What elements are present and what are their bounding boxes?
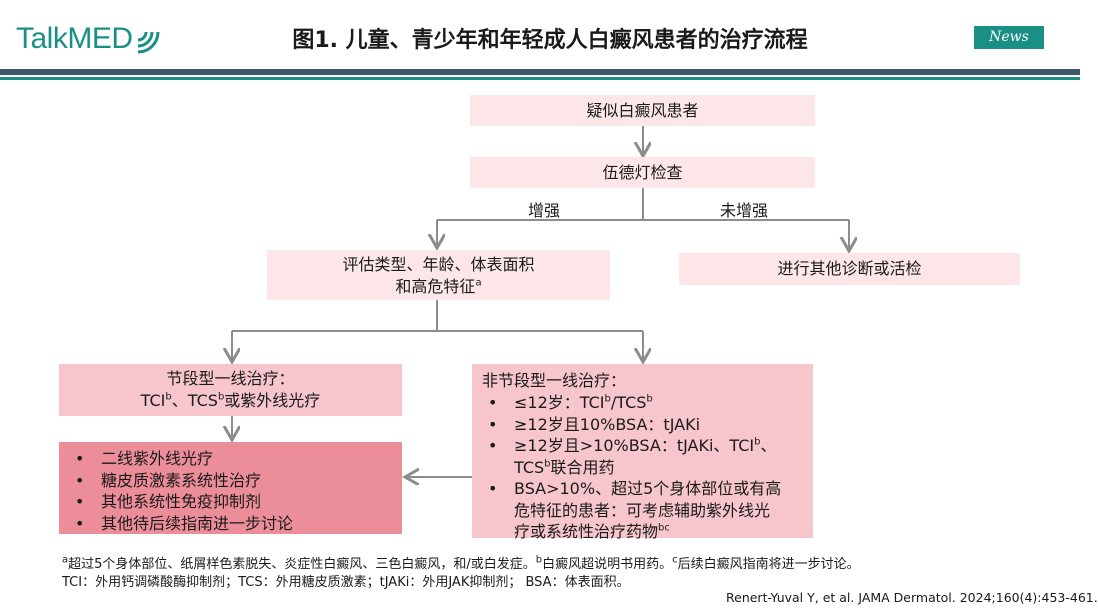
assessment-box: 评估类型、年龄、体表面积 和高危特征a <box>267 250 610 300</box>
list-item: ≥12岁且10%BSA：tJAKi <box>482 414 803 436</box>
reference-citation: Renert-Yuval Y, et al. JAMA Dermatol. 20… <box>726 590 1098 605</box>
other-diagnosis-box: 进行其他诊断或活检 <box>679 253 1020 285</box>
signal-waves-icon <box>137 31 160 54</box>
nonsegmental-title: 非节段型一线治疗： <box>482 371 627 390</box>
header-rule-teal <box>0 77 1080 80</box>
wood-lamp-label: 伍德灯检查 <box>602 163 683 182</box>
assessment-line2: 和高危特征a <box>395 277 482 296</box>
list-item: 其他待后续指南进一步讨论 <box>69 513 392 535</box>
list-item: 糖皮质激素系统性治疗 <box>69 470 392 492</box>
figure-title: 图1. 儿童、青少年和年轻成人白癜风患者的治疗流程 <box>292 28 808 53</box>
segmental-options: TCIb、TCSb或紫外线光疗 <box>140 391 321 410</box>
second-line-box: 二线紫外线光疗 糖皮质激素系统性治疗 其他系统性免疫抑制剂 其他待后续指南进一步… <box>59 442 402 534</box>
second-line-list: 二线紫外线光疗 糖皮质激素系统性治疗 其他系统性免疫抑制剂 其他待后续指南进一步… <box>69 448 392 534</box>
header-rule-dark <box>0 69 1080 75</box>
suspected-vitiligo-label: 疑似白癜风患者 <box>586 101 699 120</box>
suspected-vitiligo-box: 疑似白癜风患者 <box>470 95 815 126</box>
nonsegmental-first-line-box: 非节段型一线治疗： ≤12岁：TCIb/TCSb ≥12岁且10%BSA：tJA… <box>472 364 813 541</box>
list-item: 其他系统性免疫抑制剂 <box>69 491 392 513</box>
talkmed-logo: TalkMED <box>16 18 166 62</box>
other-diagnosis-label: 进行其他诊断或活检 <box>777 259 922 278</box>
nonsegmental-list: ≤12岁：TCIb/TCSb ≥12岁且10%BSA：tJAKi ≥12岁且>1… <box>482 392 803 543</box>
segmental-title: 节段型一线治疗： <box>166 369 295 388</box>
wood-lamp-box: 伍德灯检查 <box>470 157 815 188</box>
logo-text: TalkMED <box>16 22 133 55</box>
news-badge: News <box>974 26 1044 49</box>
not-enhanced-label: 未增强 <box>720 201 769 220</box>
footnote-line2: TCI：外用钙调磷酸酶抑制剂；TCS：外用糖皮质激素；tJAKi：外用JAK抑制… <box>62 575 630 590</box>
list-item: ≥12岁且>10%BSA：tJAKi、TCIb、TCSb联合用药 <box>482 435 803 478</box>
list-item: ≤12岁：TCIb/TCSb <box>482 392 803 414</box>
assessment-line1: 评估类型、年龄、体表面积 <box>342 255 535 274</box>
list-item: 二线紫外线光疗 <box>69 448 392 470</box>
segmental-first-line-box: 节段型一线治疗： TCIb、TCSb或紫外线光疗 <box>59 364 402 416</box>
footnote-line1: a超过5个身体部位、纸屑样色素脱失、炎症性白癜风、三色白癜风，和/或白发症。b白… <box>62 554 860 572</box>
enhanced-label: 增强 <box>528 201 561 220</box>
list-item: BSA>10%、超过5个身体部位或有高危特征的患者：可考虑辅助紫外线光疗或系统性… <box>482 478 803 543</box>
